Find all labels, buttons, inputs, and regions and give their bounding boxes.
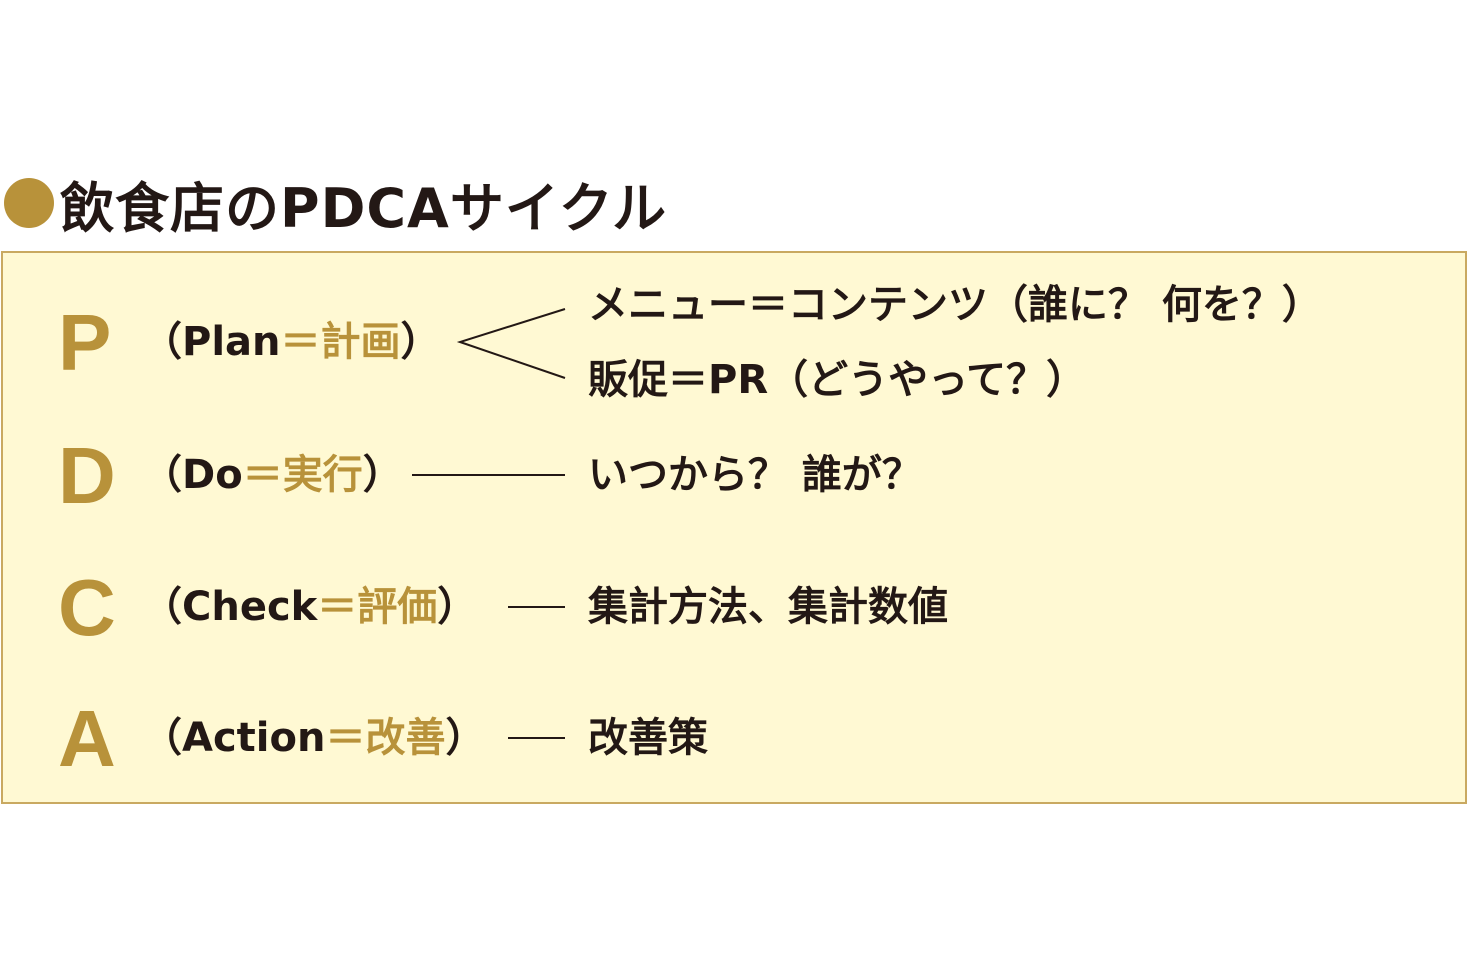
diagram-title: 飲食店のPDCAサイクル: [4, 168, 667, 240]
plan-item-menu: メニュー＝コンテンツ（誰に？ 何を？）: [588, 282, 1322, 328]
phase-plan-close: ）: [400, 319, 441, 365]
phase-check-sep: ＝: [317, 584, 358, 630]
phase-action-sep: ＝: [325, 715, 366, 761]
check-item: 集計方法、集計数値: [588, 584, 948, 630]
phase-plan-japanese: 計画: [320, 319, 401, 365]
action-item: 改善策: [588, 715, 708, 761]
phase-do: （Do＝実行）: [142, 455, 403, 495]
phase-check-open: （: [142, 584, 182, 630]
phase-action-japanese: 改善: [365, 715, 446, 761]
phase-do-english: Do: [182, 452, 243, 498]
phase-action: （Action＝改善）: [142, 718, 485, 758]
bullet-circle-icon: [4, 178, 54, 228]
letter-p: P: [58, 298, 112, 387]
letter-a: A: [58, 694, 116, 783]
phase-do-close: ）: [362, 452, 403, 498]
phase-plan-sep: ＝: [280, 319, 321, 365]
letter-d: D: [58, 431, 116, 520]
phase-action-english: Action: [182, 715, 326, 761]
phase-action-close: ）: [445, 715, 486, 761]
phase-check-close: ）: [437, 584, 478, 630]
pdca-panel: [1, 251, 1467, 804]
phase-action-open: （: [142, 715, 182, 761]
phase-do-sep: ＝: [242, 452, 283, 498]
letter-c: C: [58, 563, 116, 652]
phase-plan-open: （: [142, 319, 182, 365]
phase-plan-english: Plan: [182, 319, 281, 365]
phase-plan: （Plan＝計画）: [142, 322, 441, 362]
phase-do-open: （: [142, 452, 182, 498]
phase-check-japanese: 評価: [357, 584, 438, 630]
do-item: いつから？ 誰が？: [588, 452, 922, 498]
plan-item-promotion: 販促＝PR（どうやって？）: [588, 357, 1087, 403]
diagram-title-text: 飲食店のPDCAサイクル: [60, 176, 668, 240]
phase-do-japanese: 実行: [282, 452, 363, 498]
phase-check-english: Check: [182, 584, 318, 630]
phase-check: （Check＝評価）: [142, 587, 477, 627]
